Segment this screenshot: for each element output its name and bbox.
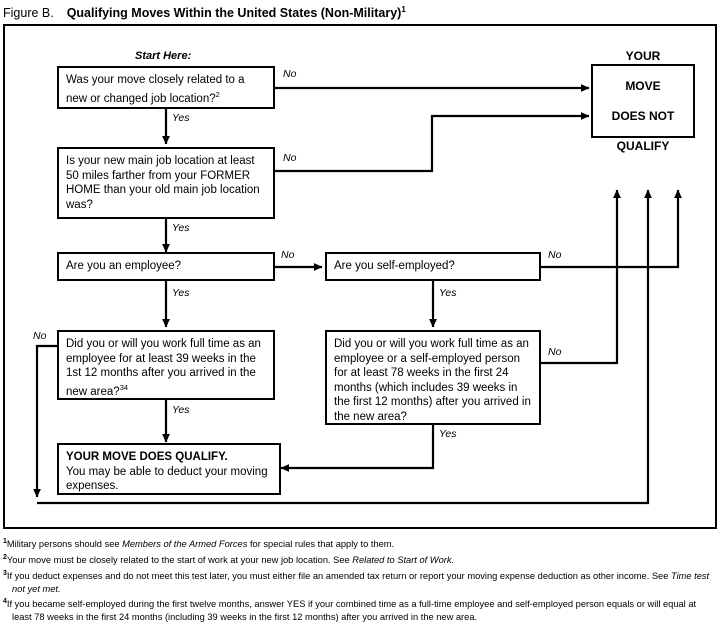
edge-label-q1-no: No: [283, 68, 297, 80]
figure-label: Figure B.: [3, 6, 54, 21]
footnote-4-text: If you became self-employed during the f…: [6, 599, 697, 622]
node-q5[interactable]: Did you or will you work full time as an…: [57, 330, 275, 400]
node-q2[interactable]: Is your new main job location at least 5…: [57, 147, 275, 219]
edge-label-q6-no: No: [548, 346, 562, 358]
node-not-qualify-text: YOUR MOVE DOES NOT QUALIFY: [593, 49, 693, 153]
node-q6[interactable]: Did you or will you work full time as an…: [325, 330, 541, 425]
figure-title-text: Qualifying Moves Within the United State…: [66, 6, 402, 21]
edge-label-q3-no: No: [281, 249, 295, 261]
footnote-3-marker: 3: [3, 570, 7, 577]
edge-label-q5-yes: Yes: [172, 404, 190, 416]
node-q1-text: Was your move closely related to a new o…: [66, 74, 245, 105]
not-qualify-line-3: DOES NOT: [611, 108, 675, 123]
footnote-3-text: If you deduct expenses and do not meet t…: [6, 571, 710, 594]
node-not-qualify[interactable]: YOUR MOVE DOES NOT QUALIFY: [591, 49, 695, 153]
edge-label-q2-yes: Yes: [172, 222, 190, 234]
edge-label-q1-yes: Yes: [172, 112, 190, 124]
footnote-1: 1Military persons should see Members of …: [3, 536, 718, 551]
edge-label-q5-no: No: [33, 330, 47, 342]
footnote-2: 2Your move must be closely related to th…: [3, 552, 718, 567]
footnotes: 1Military persons should see Members of …: [3, 536, 718, 625]
edge-label-q6-yes: Yes: [439, 428, 457, 440]
footnote-2-text: Your move must be closely related to the…: [6, 555, 455, 566]
node-qualify-body: You may be able to deduct your moving ex…: [66, 465, 268, 493]
node-q6-text: Did you or will you work full time as an…: [334, 338, 531, 423]
node-q3[interactable]: Are you an employee?: [57, 252, 275, 281]
node-qualify-heading: YOUR MOVE DOES QUALIFY.: [66, 451, 228, 463]
footnote-4-marker: 4: [3, 598, 7, 606]
node-q4-text: Are you self-employed?: [334, 260, 455, 272]
footnote-4: 4If you became self-employed during the …: [3, 596, 718, 623]
node-qualify[interactable]: YOUR MOVE DOES QUALIFY. You may be able t…: [57, 443, 281, 495]
page-title: Figure B. Qualifying Moves Within the Un…: [3, 2, 406, 21]
edge-label-q4-yes: Yes: [439, 287, 457, 299]
footnote-1-marker: 1: [3, 538, 7, 545]
edge-label-q2-no: No: [283, 152, 297, 164]
start-here-label: Start Here:: [135, 50, 192, 62]
node-q1[interactable]: Was your move closely related to a new o…: [57, 66, 275, 109]
node-q5-text: Did you or will you work full time as an…: [66, 338, 261, 398]
node-q3-text: Are you an employee?: [66, 260, 182, 272]
not-qualify-line-1: YOUR: [625, 48, 661, 63]
not-qualify-line-2: MOVE: [625, 78, 661, 93]
edge-label-q3-yes: Yes: [172, 287, 190, 299]
node-qualify-text: YOUR MOVE DOES QUALIFY. You may be able t…: [59, 445, 279, 499]
footnote-2-marker: 2: [3, 554, 7, 561]
footnote-3: 3If you deduct expenses and do not meet …: [3, 568, 718, 595]
not-qualify-line-4: QUALIFY: [616, 138, 670, 153]
figure-title-footnote-marker: 1: [401, 5, 406, 14]
node-q2-text: Is your new main job location at least 5…: [66, 155, 260, 211]
edge-label-q4-no: No: [548, 249, 562, 261]
footnote-1-text: Military persons should see Members of t…: [6, 539, 395, 550]
node-q4[interactable]: Are you self-employed?: [325, 252, 541, 281]
